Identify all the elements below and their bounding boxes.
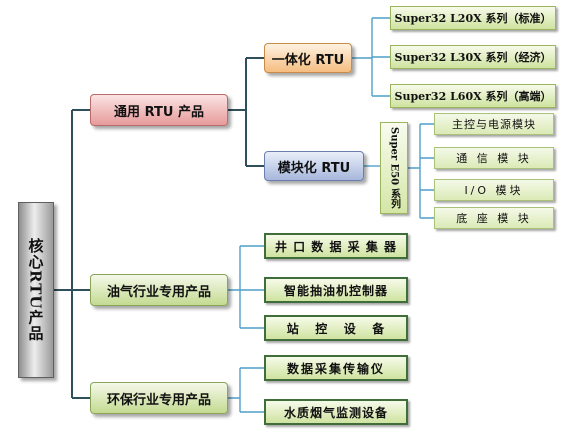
connector-general-branch [228, 57, 264, 167]
leaf-wellhead-data-collector: 井 口 数 据 采 集 器 [264, 233, 408, 259]
leaf-label: Super32 L60X 系列（高端） [394, 90, 552, 103]
leaf-super32-l30x: Super32 L30X 系列（经济） [390, 45, 556, 69]
leaf-super32-l20x: Super32 L20X 系列（标准） [390, 6, 556, 30]
leaf-label: 底 座 模 块 [456, 212, 532, 225]
connector-env-branch [228, 367, 264, 413]
node-integrated-rtu: 一体化 RTU [264, 43, 352, 73]
category-label: 油气行业专用产品 [106, 284, 211, 300]
leaf-label: I/O 模块 [464, 184, 524, 197]
leaf-data-acquisition-transmitter: 数据采集传输仪 [264, 355, 408, 381]
connector-root-trunk [54, 109, 90, 399]
root-label: 核心RTU产品 [26, 238, 45, 342]
leaf-label: 智能抽油机控制器 [283, 283, 388, 298]
leaf-label: 通 信 模 块 [456, 152, 532, 165]
root-node-core-rtu-products: 核心RTU产品 [18, 202, 54, 378]
leaf-main-control-power-module: 主控与电源模块 [434, 113, 554, 135]
leaf-label: 水质烟气监测设备 [283, 405, 388, 420]
category-oil-gas: 油气行业专用产品 [90, 274, 228, 306]
connector-series-branch [408, 123, 434, 219]
leaf-super32-l60x: Super32 L60X 系列（高端） [390, 84, 556, 108]
leaf-communication-module: 通 信 模 块 [434, 147, 554, 169]
leaf-label: 站 控 设 备 [286, 321, 386, 336]
leaf-label: 数据采集传输仪 [286, 361, 385, 376]
connector-oilgas-branch [228, 245, 264, 329]
leaf-label: 井 口 数 据 采 集 器 [274, 239, 398, 254]
node-super-e50-series: Super E50 系列 [380, 122, 408, 214]
category-general-rtu: 通用 RTU 产品 [90, 94, 228, 126]
leaf-label: Super32 L20X 系列（标准） [394, 12, 552, 25]
leaf-base-module: 底 座 模 块 [434, 207, 554, 229]
leaf-smart-pumping-controller: 智能抽油机控制器 [264, 277, 408, 303]
category-label: 通用 RTU 产品 [114, 104, 204, 120]
node-label: 一体化 RTU [271, 52, 345, 68]
leaf-label: Super32 L30X 系列（经济） [394, 51, 552, 64]
leaf-io-module: I/O 模块 [434, 179, 554, 201]
node-modular-rtu: 模块化 RTU [264, 151, 364, 181]
category-label: 环保行业专用产品 [106, 392, 211, 408]
series-label: Super E50 系列 [388, 127, 400, 209]
connector-integrated-branch [352, 17, 390, 97]
leaf-station-control-equipment: 站 控 设 备 [264, 315, 408, 341]
leaf-water-flue-gas-monitor: 水质烟气监测设备 [264, 399, 408, 425]
leaf-label: 主控与电源模块 [452, 118, 536, 131]
node-label: 模块化 RTU [277, 160, 351, 176]
category-environmental: 环保行业专用产品 [90, 382, 228, 414]
